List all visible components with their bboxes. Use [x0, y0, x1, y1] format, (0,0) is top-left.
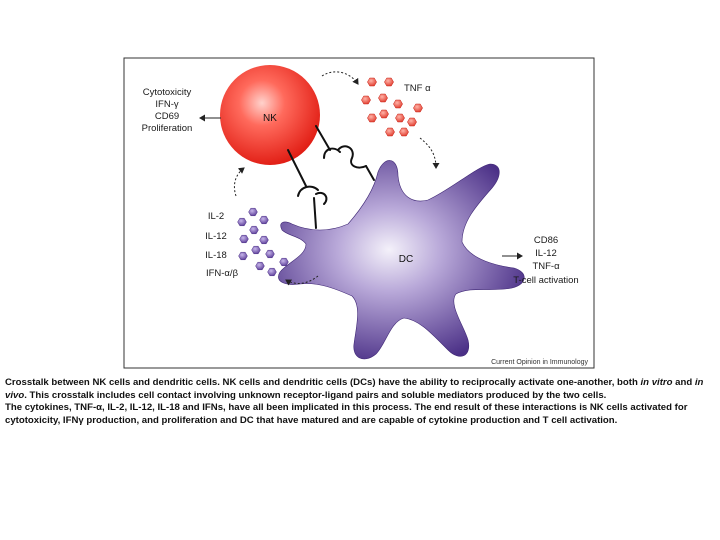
dc-output-cd86: CD86: [534, 235, 558, 246]
dc-output-tnf: TNF-α: [532, 261, 560, 272]
dc-output-tcell: T-cell activation: [513, 275, 578, 286]
cytokine-particle: [252, 246, 261, 254]
cytokine-particle: [266, 250, 275, 258]
cytokine-particle: [249, 208, 258, 216]
cytokine-particle: [239, 252, 248, 260]
cytokine-particle: [280, 258, 289, 266]
tnf-particle: [413, 104, 422, 112]
tnf-particle: [395, 114, 404, 122]
cytokine-particle: [260, 216, 269, 224]
tnf-particle: [367, 78, 376, 86]
nk-output-cd69: CD69: [155, 111, 179, 122]
tnf-particle: [407, 118, 416, 126]
tnf-particle: [379, 110, 388, 118]
nk-label: NK: [263, 113, 277, 124]
figure-caption: Crosstalk between NK cells and dendritic…: [5, 377, 705, 427]
tnf-particle: [361, 96, 370, 104]
cytokine-particle: [240, 235, 249, 243]
cytokine-label-il2: IL-2: [208, 211, 224, 222]
cytokine-particle: [250, 226, 259, 234]
tnf-particle: [384, 78, 393, 86]
nk-output-proliferation: Proliferation: [142, 123, 193, 134]
dc-output-il12: IL-12: [535, 248, 557, 259]
cytokine-particle: [260, 236, 269, 244]
tnf-particle: [393, 100, 402, 108]
tnf-particle: [378, 94, 387, 102]
caption-paragraph-1: Crosstalk between NK cells and dendritic…: [5, 377, 705, 402]
figure-credit: Current Opinion in Immunology: [491, 359, 588, 366]
dc-label: DC: [399, 254, 413, 265]
tnf-particle: [367, 114, 376, 122]
nk-output-ifn: IFN-γ: [155, 99, 178, 110]
cytokine-particle: [238, 218, 247, 226]
crosstalk-figure: Cytotoxicity IFN-γ CD69 Proliferation NK…: [0, 0, 720, 375]
cytokine-particle: [256, 262, 265, 270]
cytokine-label-ifn: IFN-α/β: [206, 268, 239, 279]
tnf-label: TNF α: [404, 83, 431, 94]
tnf-particle: [399, 128, 408, 136]
cytokine-label-il12: IL-12: [205, 231, 227, 242]
cytokine-label-il18: IL-18: [205, 250, 227, 261]
nk-output-cytotoxicity: Cytotoxicity: [143, 87, 192, 98]
cytokine-particle: [268, 268, 277, 276]
tnf-particle: [385, 128, 394, 136]
caption-paragraph-2: The cytokines, TNF-α, IL-2, IL-12, IL-18…: [5, 402, 705, 427]
